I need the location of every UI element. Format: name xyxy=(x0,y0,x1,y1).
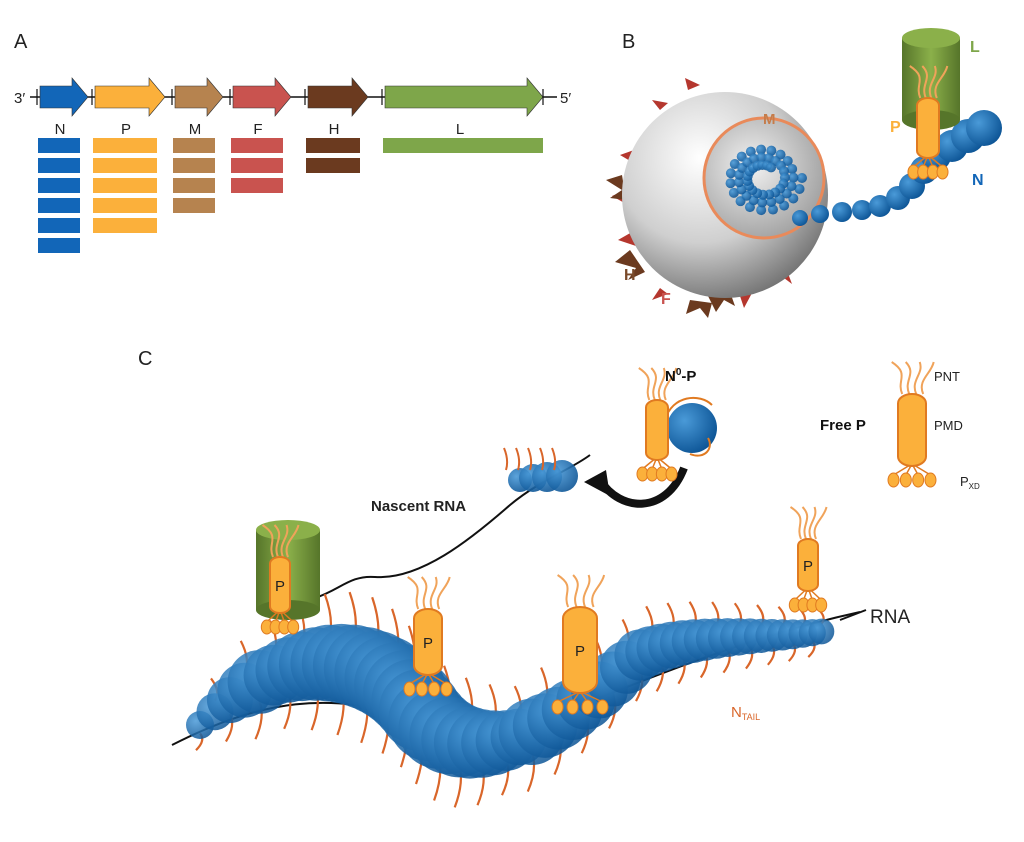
gene-label-N: N xyxy=(55,121,66,138)
gene-H: H xyxy=(304,77,369,173)
panel-a-label: A xyxy=(14,31,28,53)
gene-label-L: L xyxy=(456,121,464,138)
pnt-label: PNT xyxy=(934,369,960,384)
transcript-bar-P xyxy=(93,138,157,153)
genome-5prime-label: 5′ xyxy=(560,90,571,107)
p-on-template-3: P xyxy=(788,506,828,613)
gene-label-F: F xyxy=(253,121,262,138)
gene-label-M: M xyxy=(189,121,202,138)
free-phosphoprotein xyxy=(887,361,937,488)
gene-arrow-H xyxy=(307,77,369,117)
gene-label-H: H xyxy=(329,121,340,138)
pmd-label: PMD xyxy=(934,418,963,433)
n0p-label: N0-P xyxy=(665,367,696,385)
virion-label-n: N xyxy=(972,172,984,189)
virion-label-f: F xyxy=(661,291,671,308)
gene-L: L xyxy=(381,77,544,153)
p-on-polymerase-label: P xyxy=(275,578,285,595)
gene-P: P xyxy=(91,77,166,233)
virion-label-h: H xyxy=(624,267,636,284)
transcript-bar-H xyxy=(306,138,360,153)
genome-3prime-label: 3′ xyxy=(14,90,25,107)
transcript-bar-P xyxy=(93,158,157,173)
transcript-bar-N xyxy=(38,178,80,193)
gene-arrow-F xyxy=(232,77,292,117)
encapsidation-arrow xyxy=(584,466,688,508)
nascent-n-beads xyxy=(503,447,578,492)
virion-phosphoprotein xyxy=(907,65,949,180)
phosphoproteins-on-template: P P P P xyxy=(260,506,828,715)
gene-M: M xyxy=(171,77,224,213)
transcript-bar-N xyxy=(38,138,80,153)
transcript-bar-M xyxy=(173,138,215,153)
virion-p-protein xyxy=(907,65,949,180)
panel-c-label: C xyxy=(138,348,152,370)
transcript-bar-P xyxy=(93,178,157,193)
gene-N: N xyxy=(36,77,89,253)
gene-arrow-N xyxy=(39,77,89,117)
gene-arrow-P xyxy=(94,77,166,117)
transcript-bar-N xyxy=(38,158,80,173)
matrix-layer xyxy=(702,116,826,240)
p-on-template-1: P xyxy=(403,576,453,697)
transcript-bar-M xyxy=(173,178,215,193)
transcript-bar-F xyxy=(231,178,283,193)
p-on-template-1-label: P xyxy=(423,635,433,652)
n0p-p-protein xyxy=(636,367,678,482)
n0p-phosphoprotein xyxy=(636,367,678,482)
free-p-protein xyxy=(887,361,937,488)
n0p-complex xyxy=(664,397,717,457)
transcript-bar-H xyxy=(306,158,360,173)
transcript-bar-L xyxy=(383,138,543,153)
rna-label: RNA xyxy=(870,607,910,628)
free-p-label: Free P xyxy=(820,417,866,434)
transcript-bar-N xyxy=(38,198,80,213)
gene-label-P: P xyxy=(121,121,131,138)
p-on-template-2-label: P xyxy=(575,643,585,660)
transcript-bar-P xyxy=(93,198,157,213)
transcript-bar-F xyxy=(231,158,283,173)
gene-arrow-M xyxy=(174,77,224,117)
virion-label-p: P xyxy=(890,119,901,136)
p-on-polymerase: P xyxy=(260,524,300,635)
nascent-rna-label: Nascent RNA xyxy=(371,498,466,515)
transcript-bar-M xyxy=(173,158,215,173)
transcript-bar-N xyxy=(38,238,80,253)
transcript-bar-P xyxy=(93,218,157,233)
p-on-template-2: P xyxy=(551,574,609,715)
ntail-label: NTAIL xyxy=(731,704,760,722)
panel-b-label: B xyxy=(622,31,635,53)
gene-arrow-L xyxy=(384,77,544,117)
gene-F: F xyxy=(229,77,292,193)
virion-label-m: M xyxy=(763,111,776,128)
transcript-bar-F xyxy=(231,138,283,153)
transcript-bar-N xyxy=(38,218,80,233)
transcript-bar-M xyxy=(173,198,215,213)
pxd-label: PXD xyxy=(960,474,980,491)
p-on-template-3-label: P xyxy=(803,558,813,575)
virion-label-l: L xyxy=(970,39,980,56)
